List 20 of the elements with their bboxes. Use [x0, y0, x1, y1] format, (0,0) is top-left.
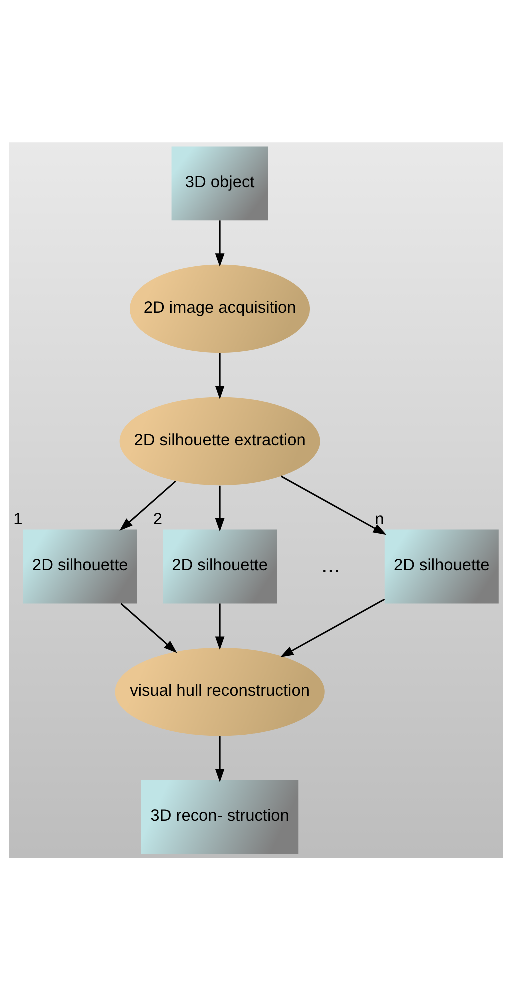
- arrow: [214, 352, 224, 400]
- arrow: [280, 598, 385, 657]
- label: ...: [321, 552, 340, 577]
- node-ellipse: 2D silhouette extraction: [119, 396, 320, 486]
- arrow: [120, 602, 177, 653]
- node-label: 2: [152, 510, 162, 528]
- node-box: 3D recon- struction: [140, 780, 298, 854]
- node-ellipse: 2D image acquisition: [129, 264, 310, 353]
- arrow: [214, 220, 224, 267]
- arrow: [214, 736, 224, 782]
- arrow: [214, 485, 224, 532]
- arrow: [280, 475, 386, 535]
- arrow: [214, 603, 224, 650]
- node-label: 1: [13, 510, 22, 528]
- node-box: 2D silhouette: [162, 529, 277, 604]
- node-label: n: [374, 510, 384, 528]
- node-box: 2D silhouette: [22, 529, 137, 604]
- node-box: 2D silhouette: [384, 529, 498, 604]
- arrow: [119, 480, 176, 531]
- node-box: 3D object: [171, 146, 268, 220]
